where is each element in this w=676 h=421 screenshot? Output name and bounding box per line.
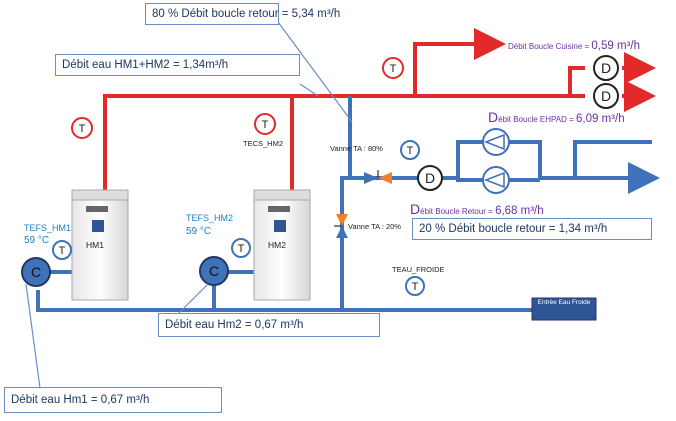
label-cap: D <box>410 201 421 217</box>
thermometer-icon: T <box>71 117 93 139</box>
water-heater-hm2 <box>253 189 311 301</box>
label-debit-cuisine: Débit Boucle Cuisine = 0,59 m³/h <box>508 36 640 54</box>
label-value: 6,09 m³/h <box>576 113 625 125</box>
thermometer-icon: T <box>254 113 276 135</box>
label-text: 80 % Débit boucle retour = 5,34 m³/h <box>152 8 341 20</box>
label-debit-retour: Débit Boucle Retour = 6,68 m³/h <box>410 201 544 219</box>
label-teau-froide: TEAU_FROIDE <box>392 265 445 274</box>
label-cap: D <box>488 109 499 125</box>
svg-text:D: D <box>601 60 611 76</box>
label-value: 6,68 m³/h <box>495 205 544 217</box>
label-debit-hm1-hm2: Débit eau HM1+HM2 = 1,34m³/h <box>55 54 300 76</box>
label-debit-hm1: Débit eau Hm1 = 0,67 m³/h <box>4 387 222 413</box>
flowmeter-icon: D <box>593 55 619 81</box>
label-hm1: HM1 <box>86 240 104 250</box>
return-vertical <box>348 96 418 180</box>
label-text: 20 % Débit boucle retour = 1,34 m³/h <box>419 223 608 235</box>
flowmeter-icon: D <box>593 83 619 109</box>
valve-ta-20 <box>334 214 348 238</box>
label-vanne-ta-20: Vanne TA : 20% <box>348 222 401 231</box>
cold-main-pipe <box>36 290 532 312</box>
label-boucle-retour-80: 80 % Débit boucle retour = 5,34 m³/h <box>145 3 340 25</box>
svg-text:T: T <box>79 123 86 135</box>
hot-water-network <box>103 28 656 190</box>
label-hm2: HM2 <box>268 240 286 250</box>
flowmeter-icon: D <box>417 165 443 191</box>
svg-text:C: C <box>31 264 41 280</box>
label-tefs-hm1: TEFS_HM1 <box>24 223 72 233</box>
valve-ta-80 <box>364 170 392 184</box>
counter-icon: C <box>199 256 229 286</box>
label-boucle-retour-20: 20 % Débit boucle retour = 1,34 m³/h <box>412 218 652 240</box>
label-text: Débit eau HM1+HM2 = 1,34m³/h <box>62 59 229 71</box>
label-text: Débit eau Hm1 = 0,67 m³/h <box>11 394 150 406</box>
svg-text:T: T <box>238 243 245 255</box>
pump-top <box>482 128 510 156</box>
return-water-network <box>36 96 660 312</box>
hot-pipe-top-branch <box>568 66 585 96</box>
svg-text:C: C <box>209 263 219 279</box>
label-tecs-hm2: TECS_HM2 <box>243 139 284 148</box>
svg-text:T: T <box>59 245 66 257</box>
svg-text:T: T <box>390 63 397 75</box>
svg-text:T: T <box>407 145 414 157</box>
thermometer-icon: T <box>405 276 425 296</box>
thermometer-icon: T <box>400 140 420 160</box>
svg-text:D: D <box>601 88 611 104</box>
label-text: Débit Boucle Cuisine = <box>508 42 592 51</box>
label-text: ébit Boucle Retour = <box>420 207 496 216</box>
label-tefs-hm2-temp: 59 °C <box>186 226 212 237</box>
label-debit-ehpad: Débit Boucle EHPAD = 6,09 m³/h <box>488 109 625 127</box>
label-tefs-hm2: TEFS_HM2 <box>186 213 234 223</box>
label-debit-hm2: Débit eau Hm2 = 0,67 m³/h <box>158 313 380 337</box>
return-link-valves <box>340 176 366 195</box>
svg-text:T: T <box>262 119 269 131</box>
thermometer-icon: T <box>382 57 404 79</box>
label-value: 0,59 m³/h <box>591 40 640 52</box>
water-heater-hm1 <box>71 189 129 301</box>
ehpad-loop <box>442 140 652 180</box>
ehpad-loop-lower <box>456 178 540 182</box>
counter-icon: C <box>21 257 51 287</box>
pump-bottom <box>482 166 510 194</box>
hot-main-pipe <box>103 94 585 190</box>
svg-text:D: D <box>425 170 435 186</box>
svg-text:T: T <box>412 281 419 293</box>
thermometer-icon: T <box>231 238 251 258</box>
label-text: Débit eau Hm2 = 0,67 m³/h <box>165 319 304 331</box>
label-vanne-ta-80: Vanne TA : 80% <box>330 144 383 153</box>
label-tefs-hm1-temp: 59 °C <box>24 235 50 246</box>
thermometer-icon: T <box>52 240 72 260</box>
cold-water-entry <box>531 297 597 321</box>
hot-pipe-cuisine <box>413 28 506 96</box>
label-text: ébit Boucle EHPAD = <box>498 115 577 124</box>
label-entree-eau-froide: Entrée Eau Froide <box>537 299 591 306</box>
